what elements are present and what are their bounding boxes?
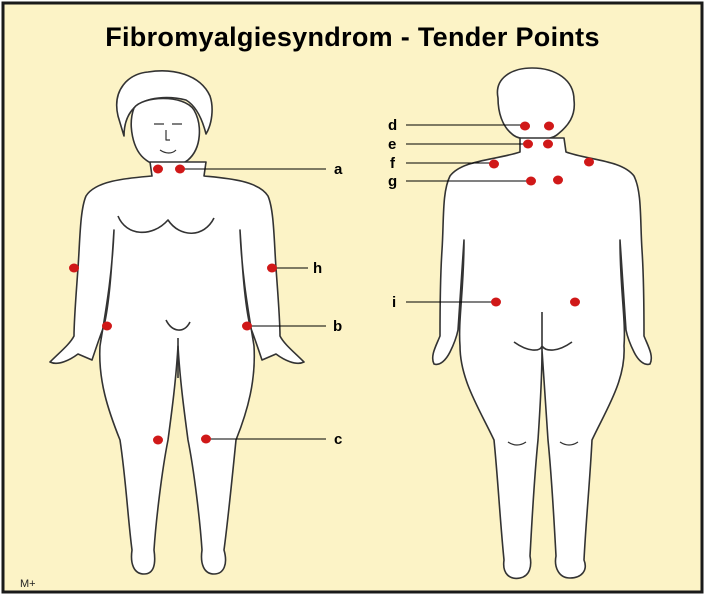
tender-point-i-right — [570, 298, 580, 307]
tender-point-b-right — [242, 322, 252, 331]
tender-point-i-left — [491, 298, 501, 307]
label-h: h — [313, 260, 322, 277]
label-g: g — [388, 173, 397, 190]
tender-point-f-left — [489, 160, 499, 169]
tender-point-e-left — [523, 140, 533, 149]
label-d: d — [388, 117, 397, 134]
tender-point-h-left — [69, 264, 79, 273]
label-c: c — [334, 431, 342, 448]
tender-point-e-right — [543, 140, 553, 149]
tender-point-c-right — [201, 435, 211, 444]
tender-point-g-right — [553, 176, 563, 185]
tender-point-d-left — [520, 122, 530, 131]
label-i: i — [392, 294, 396, 311]
front-figure-head — [131, 99, 199, 167]
tender-point-g-left — [526, 177, 536, 186]
tender-point-a-left — [153, 165, 163, 174]
diagram-title: Fibromyalgiesyndrom - Tender Points — [0, 22, 705, 53]
tender-point-c-left — [153, 436, 163, 445]
tender-point-b-left — [102, 322, 112, 331]
label-b: b — [333, 318, 342, 335]
tender-point-f-right — [584, 158, 594, 167]
label-e: e — [388, 136, 396, 153]
label-a: a — [334, 161, 343, 178]
tender-point-d-right — [544, 122, 554, 131]
tender-point-a-right — [175, 165, 185, 174]
footer-mark: M+ — [20, 578, 36, 590]
back-figure-head — [497, 68, 574, 140]
tender-point-h-right — [267, 264, 277, 273]
